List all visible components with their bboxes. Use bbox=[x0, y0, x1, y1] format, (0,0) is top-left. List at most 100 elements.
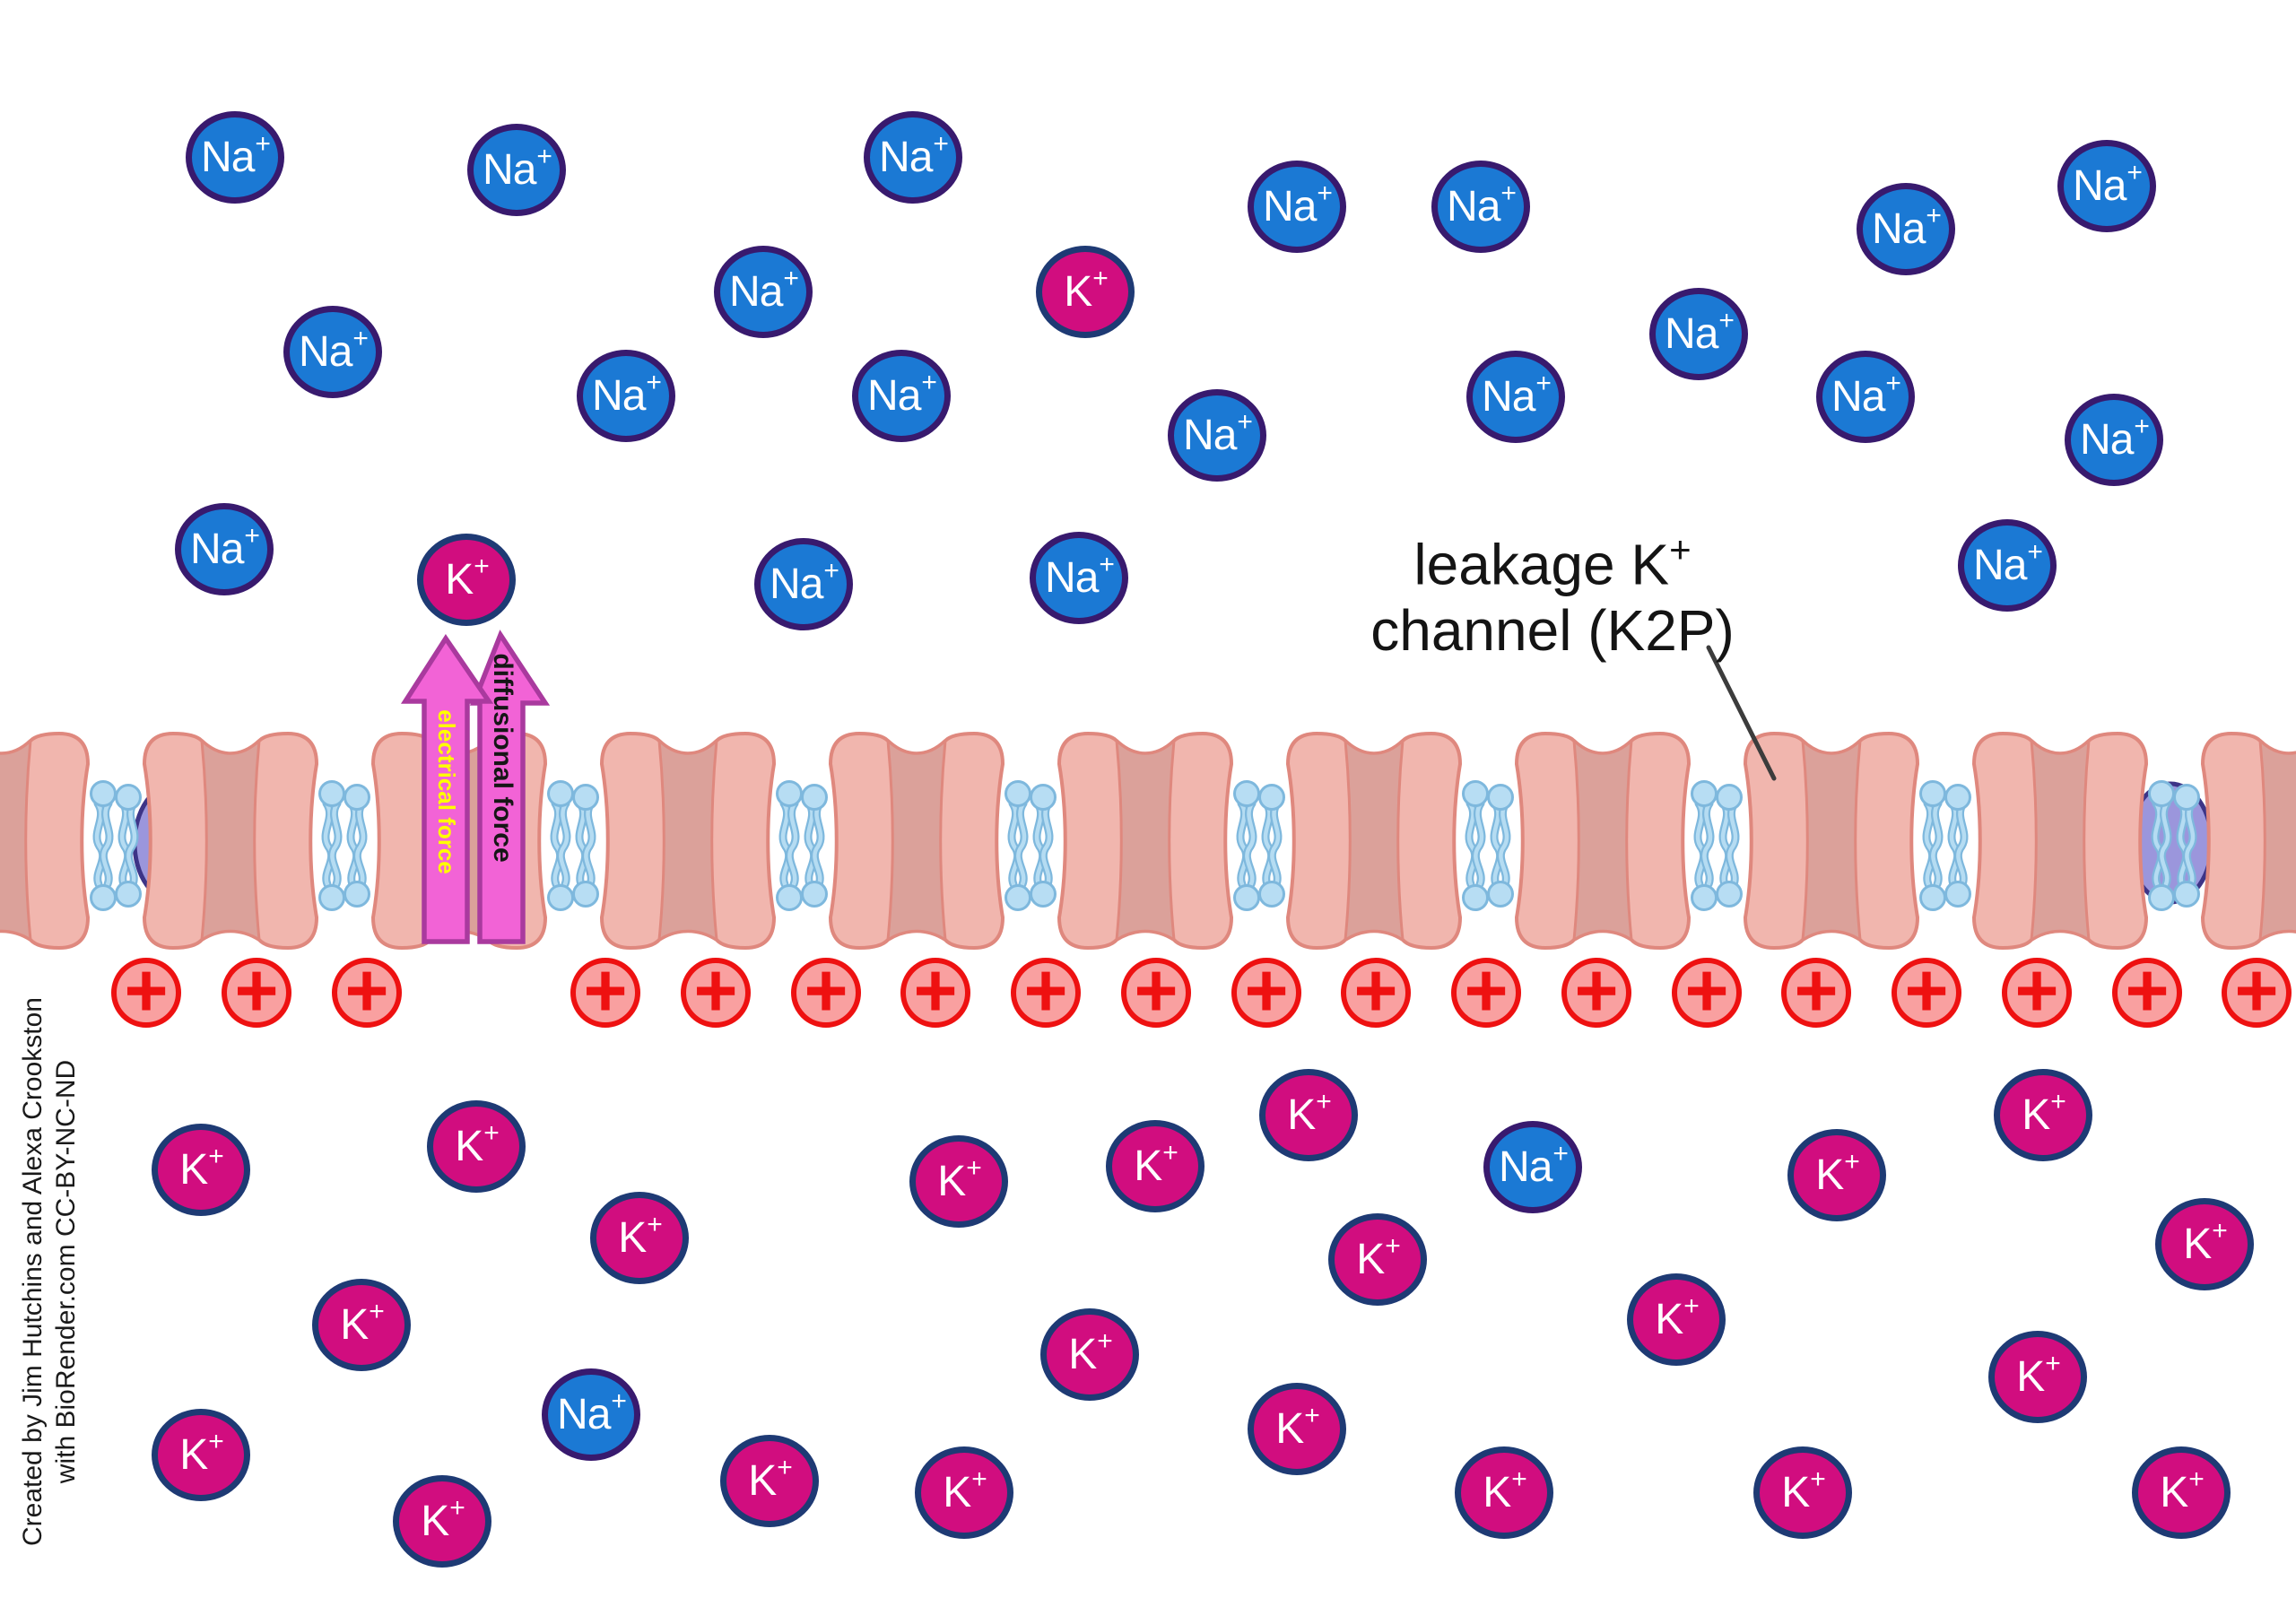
ion-symbol: Na+ bbox=[729, 264, 799, 316]
channel-protein-pore bbox=[886, 737, 947, 942]
ion-symbol: K+ bbox=[943, 1464, 987, 1516]
phospholipid-tail bbox=[323, 801, 334, 887]
phospholipid-bilayer-section bbox=[1004, 780, 1057, 911]
ion-symbol: K+ bbox=[421, 1493, 465, 1545]
phospholipid-head bbox=[1030, 784, 1057, 811]
leakage-channel-label-line1: leakage K+ bbox=[1413, 528, 1692, 597]
phospholipid-tail bbox=[1034, 801, 1045, 887]
phospholipid-head bbox=[1258, 784, 1285, 811]
k-ion: K+ bbox=[393, 1474, 491, 1568]
phospholipid-tail bbox=[813, 801, 823, 887]
phospholipid-head bbox=[2173, 784, 2200, 811]
phospholipid-head bbox=[1462, 780, 1489, 807]
plus-symbol: + bbox=[693, 948, 738, 1032]
phospholipid-head bbox=[776, 884, 803, 911]
plus-symbol: + bbox=[1574, 948, 1619, 1032]
na-ion: Na+ bbox=[1958, 518, 2057, 612]
ion-symbol: Na+ bbox=[1872, 201, 1942, 253]
na-ion: Na+ bbox=[1857, 182, 1955, 275]
na-ion: Na+ bbox=[283, 305, 382, 398]
k-ion: K+ bbox=[1988, 1330, 2087, 1423]
phospholipid-head bbox=[1030, 881, 1057, 908]
plus-symbol: + bbox=[124, 948, 169, 1032]
positive-charge-icon: + bbox=[2222, 952, 2292, 1028]
positive-charge-icon: + bbox=[111, 952, 181, 1028]
na-ion: Na+ bbox=[467, 123, 566, 216]
ion-symbol: Na+ bbox=[770, 556, 839, 608]
k-ion: K+ bbox=[2132, 1446, 2231, 1539]
k-ion: K+ bbox=[1994, 1068, 2092, 1161]
phospholipid-bilayer-section bbox=[1919, 780, 1971, 911]
attribution-line2: with BioRender.com CC-BY-NC-ND bbox=[51, 1059, 81, 1484]
channel-protein-pore bbox=[2258, 737, 2296, 942]
channel-protein bbox=[2200, 731, 2296, 951]
plus-symbol: + bbox=[1023, 948, 1068, 1032]
plus-symbol: + bbox=[583, 948, 628, 1032]
k-ion: K+ bbox=[427, 1099, 526, 1193]
ion-symbol: Na+ bbox=[879, 129, 949, 181]
phospholipid-bilayer-section bbox=[1233, 780, 1285, 911]
channel-protein-pore bbox=[1572, 737, 1633, 942]
k-ion: K+ bbox=[312, 1278, 411, 1371]
phospholipid-head bbox=[115, 784, 142, 811]
phospholipid-head bbox=[344, 784, 370, 811]
ion-symbol: Na+ bbox=[1499, 1139, 1569, 1191]
ion-symbol: K+ bbox=[937, 1153, 982, 1205]
positive-charge-icon: + bbox=[2112, 952, 2182, 1028]
phospholipid-bilayer-section bbox=[2148, 780, 2200, 911]
na-ion: Na+ bbox=[852, 349, 951, 442]
electrical-force-arrow bbox=[400, 634, 494, 944]
na-ion: Na+ bbox=[186, 110, 284, 204]
phospholipid-head bbox=[318, 780, 345, 807]
phospholipid-head bbox=[1004, 780, 1031, 807]
ion-symbol: Na+ bbox=[1973, 537, 2043, 589]
phospholipid-bilayer-section bbox=[318, 780, 370, 911]
positive-charge-icon: + bbox=[1011, 952, 1081, 1028]
phospholipid-head bbox=[115, 881, 142, 908]
na-ion: Na+ bbox=[1816, 350, 1915, 443]
channel-protein bbox=[1971, 731, 2149, 951]
ion-symbol: Na+ bbox=[483, 142, 552, 194]
k-ion: K+ bbox=[1455, 1446, 1553, 1539]
plus-symbol: + bbox=[804, 948, 848, 1032]
channel-protein-pore bbox=[1115, 737, 1176, 942]
positive-charge-icon: + bbox=[1231, 952, 1301, 1028]
k-ion: K+ bbox=[1040, 1307, 1139, 1401]
phospholipid-head bbox=[318, 884, 345, 911]
channel-protein-pore bbox=[1801, 737, 1862, 942]
attribution-credit: Created by Jim Hutchins and Alexa Crooks… bbox=[16, 958, 83, 1585]
phospholipid-tail bbox=[1492, 801, 1502, 887]
ion-symbol: K+ bbox=[1483, 1464, 1527, 1516]
ion-symbol: K+ bbox=[340, 1297, 385, 1349]
ion-symbol: Na+ bbox=[1263, 178, 1333, 230]
phospholipid-tail bbox=[330, 801, 341, 887]
k-ion: K+ bbox=[1259, 1068, 1358, 1161]
channel-protein-pore bbox=[657, 737, 718, 942]
phospholipid-tail bbox=[780, 801, 791, 887]
k-ion: K+ bbox=[915, 1446, 1013, 1539]
positive-charge-icon: + bbox=[1451, 952, 1521, 1028]
positive-charge-icon: + bbox=[1892, 952, 1961, 1028]
phospholipid-tail bbox=[559, 801, 570, 887]
positive-charge-icon: + bbox=[1121, 952, 1191, 1028]
leakage-channel-label-line2: channel (K2P) bbox=[1370, 598, 1735, 664]
phospholipid-tail bbox=[348, 801, 359, 887]
ion-symbol: K+ bbox=[2022, 1087, 2066, 1139]
phospholipid-head bbox=[1919, 884, 1946, 911]
ion-symbol: K+ bbox=[1068, 1326, 1113, 1378]
phospholipid-tail bbox=[1720, 801, 1731, 887]
phospholipid-tail bbox=[1727, 801, 1738, 887]
k-ion: K+ bbox=[1328, 1212, 1427, 1306]
ion-symbol: Na+ bbox=[1665, 306, 1735, 358]
phospholipid-head bbox=[547, 780, 574, 807]
phospholipid-tail bbox=[2152, 801, 2163, 887]
phospholipid-tail bbox=[1956, 801, 1967, 887]
channel-protein bbox=[599, 731, 777, 951]
ion-symbol: Na+ bbox=[1183, 407, 1253, 459]
positive-charge-icon: + bbox=[681, 952, 751, 1028]
positive-charge-icon: + bbox=[332, 952, 402, 1028]
k-ion: K+ bbox=[590, 1191, 689, 1284]
phospholipid-tail bbox=[1016, 801, 1027, 887]
phospholipid-tail bbox=[1702, 801, 1713, 887]
